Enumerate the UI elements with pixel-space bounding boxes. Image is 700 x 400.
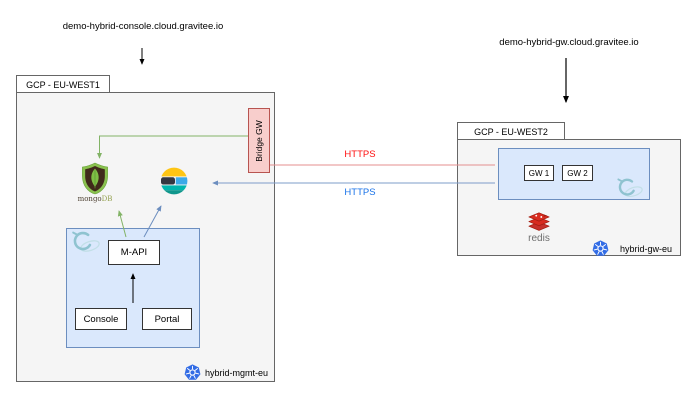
- elasticsearch-icon: [160, 167, 188, 195]
- region-label-eu-west1-text: GCP - EU-WEST1: [26, 79, 100, 90]
- region-label-eu-west2-text: GCP - EU-WEST2: [474, 126, 548, 137]
- gateway-domain-label: demo-hybrid-gw.cloud.gravitee.io: [499, 37, 639, 48]
- bridge-gw-label: Bridge GW: [254, 119, 264, 162]
- kubernetes-icon: [592, 240, 609, 257]
- redis-icon: [527, 211, 551, 234]
- mongodb-label-part1: mongo: [77, 195, 102, 203]
- mongodb-label: mongoDB: [73, 195, 117, 203]
- portal-node: Portal: [142, 308, 192, 330]
- gw1-node: GW 1: [524, 165, 554, 181]
- mapi-label: M-API: [120, 247, 148, 258]
- gw1-label: GW 1: [528, 168, 550, 178]
- gravitee-icon: [614, 177, 648, 199]
- gw2-label: GW 2: [567, 168, 588, 178]
- mgmt-cluster-label: hybrid-mgmt-eu: [205, 368, 269, 378]
- console-domain-label: demo-hybrid-console.cloud.gravitee.io: [62, 21, 224, 32]
- https-blue-label: HTTPS: [344, 187, 376, 198]
- portal-label: Portal: [154, 313, 180, 325]
- kubernetes-icon: [184, 364, 201, 381]
- console-node: Console: [75, 308, 127, 330]
- mongodb-label-part2: DB: [101, 195, 113, 203]
- gw2-node: GW 2: [562, 165, 593, 181]
- gravitee-icon: [70, 230, 104, 254]
- gw-cluster-label: hybrid-gw-eu: [620, 244, 673, 254]
- region-label-eu-west2: GCP - EU-WEST2: [457, 122, 565, 140]
- bridge-gw-node: Bridge GW: [248, 108, 270, 173]
- https-red-label: HTTPS: [344, 149, 376, 160]
- console-label: Console: [83, 313, 119, 325]
- redis-label: redis: [528, 233, 550, 244]
- mongodb-icon: [80, 162, 110, 195]
- region-label-eu-west1: GCP - EU-WEST1: [16, 75, 110, 93]
- mapi-node: M-API: [108, 240, 160, 265]
